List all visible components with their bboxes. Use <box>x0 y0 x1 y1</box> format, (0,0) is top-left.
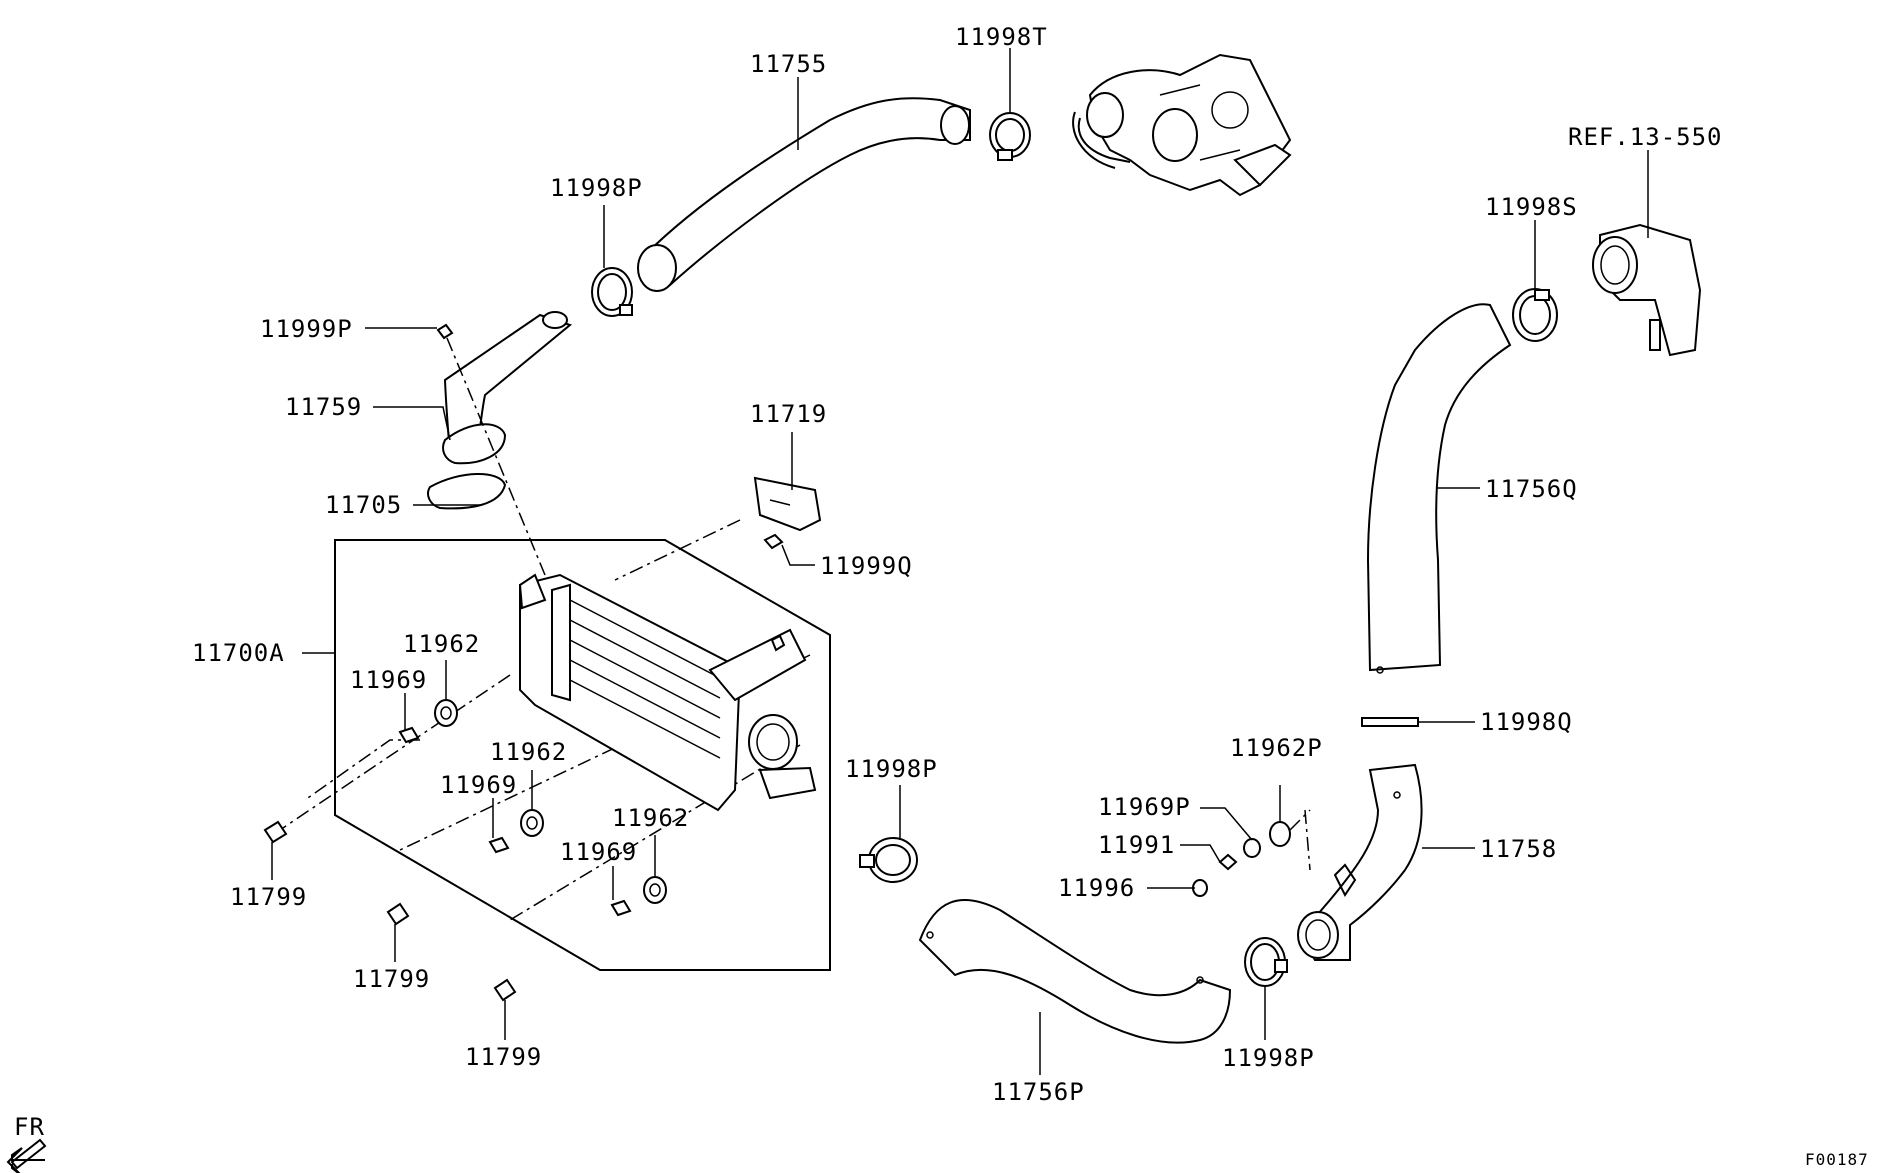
label-11998P-top: 11998P <box>550 174 643 202</box>
label-11962P: 11962P <box>1230 734 1323 762</box>
hose-11756P <box>918 899 1232 1044</box>
clamp-11998P-top <box>591 267 633 317</box>
label-11756P: 11756P <box>992 1078 1085 1106</box>
label-11969-c: 11969 <box>560 838 637 866</box>
bolt-11799-b <box>386 902 410 926</box>
label-11755: 11755 <box>750 50 827 78</box>
intercooler-core <box>518 573 817 812</box>
grommet-11969-a <box>398 726 420 744</box>
label-11969-a: 11969 <box>350 666 427 694</box>
label-11999P: 11999P <box>260 315 353 343</box>
gasket-11998Q <box>1361 717 1419 727</box>
label-fr: FR <box>14 1113 45 1141</box>
leader-lines <box>271 48 1649 1075</box>
label-11700A: 11700A <box>192 639 285 667</box>
hose-11756Q <box>1366 303 1512 674</box>
bolt-11999Q <box>763 533 784 550</box>
label-11758: 11758 <box>1480 835 1557 863</box>
mount-11962-b <box>520 809 544 837</box>
clamp-11998P-mid <box>859 837 918 883</box>
throttle-body-ref <box>1592 223 1702 357</box>
label-11969P: 11969P <box>1098 793 1191 821</box>
mount-11962P-area <box>1192 809 1311 897</box>
figure-code: F00187 <box>1805 1150 1869 1169</box>
mount-11962-c <box>643 876 667 904</box>
mount-11962-a <box>434 699 458 727</box>
label-11998T: 11998T <box>955 23 1048 51</box>
intercooler-assembly-11700A <box>334 539 831 971</box>
clamp-11998P-low <box>1244 937 1288 987</box>
label-11962-b: 11962 <box>490 738 567 766</box>
hose-11755 <box>637 97 971 292</box>
label-11962-a: 11962 <box>403 630 480 658</box>
front-arrow-icon <box>6 1138 47 1173</box>
label-11799-c: 11799 <box>465 1043 542 1071</box>
label-11799-b: 11799 <box>353 965 430 993</box>
clamp-11998S <box>1512 288 1558 342</box>
label-11999Q: 11999Q <box>820 552 913 580</box>
label-11962-c: 11962 <box>612 804 689 832</box>
bracket-11719 <box>753 476 822 532</box>
label-11998S: 11998S <box>1485 193 1578 221</box>
label-11799-a: 11799 <box>230 883 307 911</box>
bolt-11799-c <box>493 978 517 1002</box>
label-11998Q: 11998Q <box>1480 708 1573 736</box>
label-11998P-low: 11998P <box>1222 1044 1315 1072</box>
pipe-11759 <box>427 311 573 510</box>
turbocharger <box>1072 53 1292 197</box>
label-ref-13-550: REF.13-550 <box>1568 123 1723 151</box>
label-11969-b: 11969 <box>440 771 517 799</box>
label-11996: 11996 <box>1058 874 1135 902</box>
grommet-11969-c <box>610 899 632 917</box>
pipe-11758 <box>1297 763 1423 961</box>
grommet-11969-b <box>488 836 510 854</box>
clamp-11998T <box>989 112 1031 161</box>
bolt-11799-a <box>263 820 288 844</box>
label-11705: 11705 <box>325 491 402 519</box>
label-11759: 11759 <box>285 393 362 421</box>
label-11998P-mid: 11998P <box>845 755 938 783</box>
label-11719: 11719 <box>750 400 827 428</box>
label-11756Q: 11756Q <box>1485 475 1578 503</box>
label-11991: 11991 <box>1098 831 1175 859</box>
